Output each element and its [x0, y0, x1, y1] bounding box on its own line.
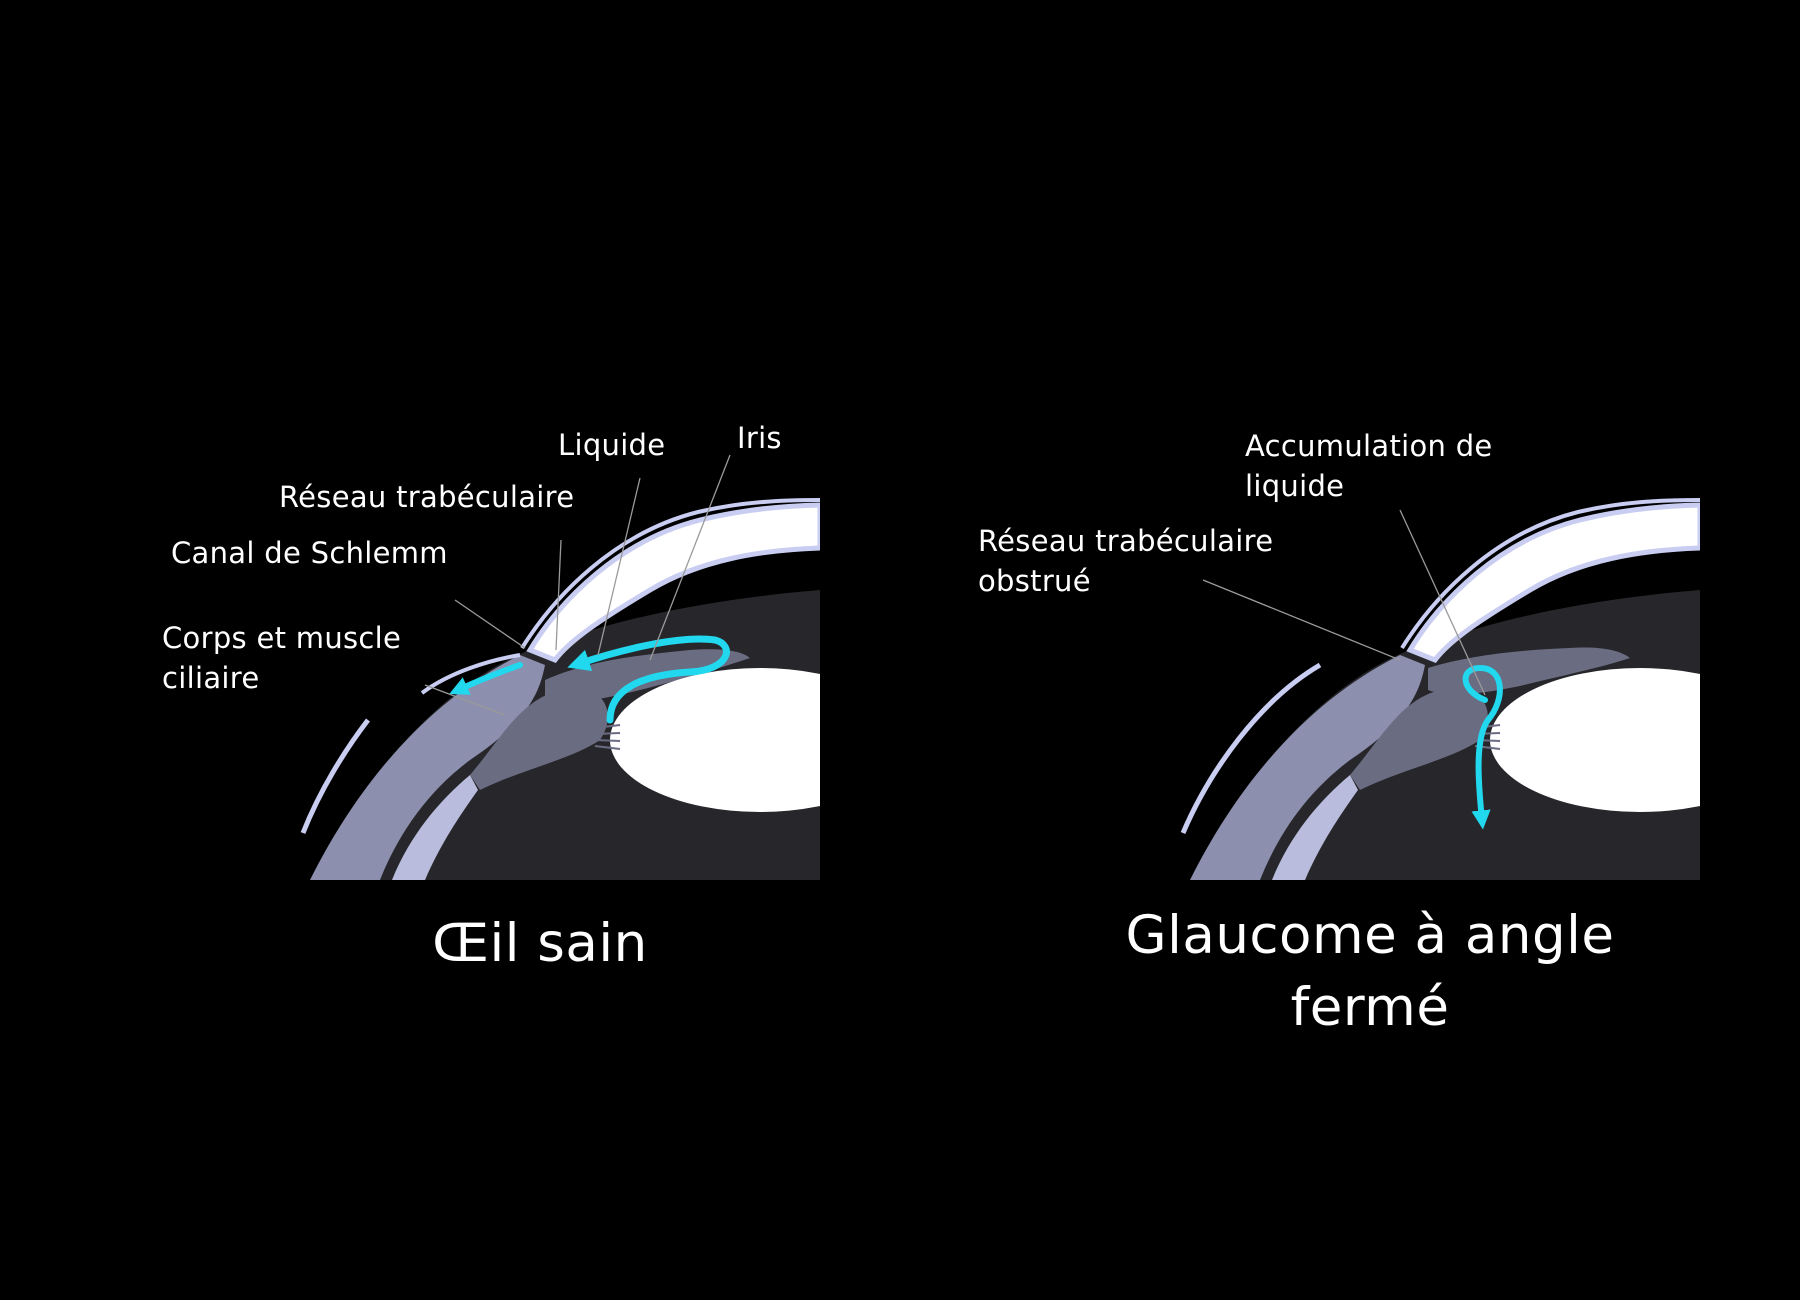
label-accumulation-line2: liquide [1245, 469, 1345, 503]
leader-liquide [597, 477, 641, 656]
label-reseau-trabeculaire: Réseau trabéculaire [279, 480, 575, 514]
sclera [1190, 655, 1425, 880]
drainage-arrow [449, 662, 523, 695]
label-corps-line1: Corps et muscle [162, 621, 402, 655]
caption-oeil-sain: Œil sain [432, 913, 648, 974]
caption-glaucome: Glaucome à angle fermé [1080, 900, 1660, 1044]
healthy-eye-diagram [300, 454, 820, 880]
label-iris: Iris [737, 421, 782, 455]
label-accumulation-line1: Accumulation de [1245, 429, 1493, 463]
leader-corps [424, 684, 506, 716]
leader-iris [649, 454, 731, 661]
label-reseau-obstrue-line2: obstrué [978, 564, 1091, 598]
glaucoma-eye-diagram [1180, 498, 1700, 880]
cornea [526, 502, 820, 664]
lens [1490, 668, 1700, 812]
leader-reseau-obstrue [1202, 579, 1401, 661]
iris [1428, 647, 1630, 695]
caption-glaucome-line2: fermé [1290, 977, 1450, 1038]
label-reseau-obstrue-line1: Réseau trabéculaire [978, 524, 1274, 558]
trapped-flow-arrow [1462, 664, 1503, 830]
leader-accumulation [1399, 509, 1486, 696]
cornea [1406, 502, 1700, 664]
lens [610, 668, 820, 812]
sclera [310, 655, 545, 880]
aqueous-flow-arrow [567, 635, 730, 724]
leader-canal [454, 599, 526, 649]
label-accumulation-de-liquide: Accumulation de liquide [1245, 426, 1493, 506]
leader-reseau [555, 539, 562, 651]
ciliary-body [470, 688, 608, 790]
label-corps-line2: ciliaire [162, 661, 260, 695]
label-corps-et-muscle-ciliaire: Corps et muscle ciliaire [162, 618, 401, 698]
label-reseau-trabeculaire-obstrue: Réseau trabéculaire obstrué [978, 521, 1273, 601]
label-canal-de-schlemm: Canal de Schlemm [171, 536, 448, 570]
label-liquide: Liquide [558, 428, 666, 462]
ciliary-body [1350, 688, 1488, 790]
caption-glaucome-line1: Glaucome à angle [1125, 905, 1615, 966]
